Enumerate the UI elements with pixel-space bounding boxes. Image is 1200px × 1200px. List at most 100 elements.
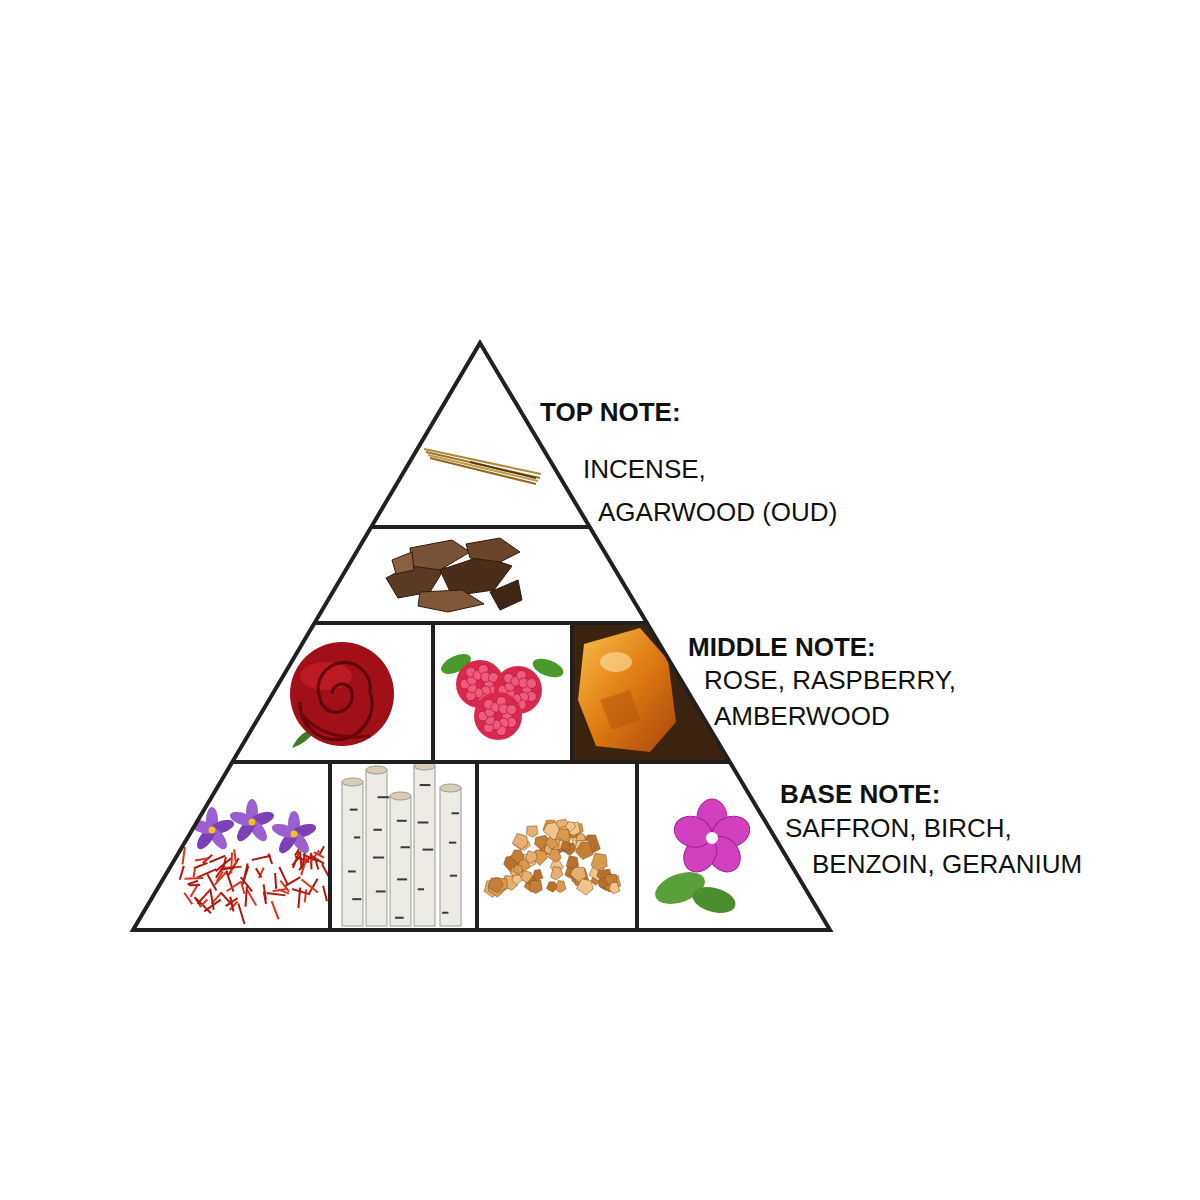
- birch-picture: [342, 762, 461, 926]
- birch-picture: [342, 762, 461, 926]
- raspberry-picture: [438, 650, 566, 740]
- benzoin-picture: [484, 819, 620, 897]
- saffron-picture: [323, 886, 327, 902]
- benzoin-picture: [529, 880, 542, 893]
- birch-picture: [418, 821, 429, 823]
- saffron-picture: [184, 877, 203, 880]
- saffron-picture: [270, 821, 298, 840]
- amber-picture: [600, 690, 640, 730]
- birch-picture: [440, 784, 461, 792]
- birch-picture: [414, 766, 435, 926]
- note-list: ROSE, RASPBERRY, AMBERWOOD: [704, 662, 994, 734]
- birch-picture: [440, 788, 461, 926]
- incense-sticks: [430, 458, 536, 484]
- saffron-picture: [305, 889, 306, 902]
- pyramid-outline: [328, 762, 332, 930]
- saffron-picture: [230, 897, 233, 912]
- rose-picture: [300, 663, 372, 740]
- saffron-picture: [267, 893, 286, 895]
- saffron-picture: [209, 856, 225, 863]
- birch-picture: [354, 836, 360, 838]
- saffron-picture: [246, 886, 247, 906]
- saffron-picture: [241, 881, 244, 893]
- benzoin-picture: [548, 849, 561, 862]
- saffron-picture: [180, 799, 332, 924]
- saffron-picture: [183, 847, 185, 864]
- birch-picture: [352, 898, 361, 900]
- pyramid-outline: [431, 623, 435, 762]
- benzoin-picture: [488, 878, 504, 893]
- birch-picture: [366, 766, 387, 774]
- agarwood-chips: [466, 538, 520, 562]
- saffron-picture: [285, 877, 300, 886]
- note-list: INCENSE, AGARWOOD (OUD): [583, 448, 853, 534]
- benzoin-picture: [484, 819, 620, 897]
- pyramid-outline: [314, 621, 647, 625]
- geranium-picture: [706, 832, 718, 844]
- saffron-picture: [196, 898, 211, 913]
- benzoin-picture: [576, 842, 594, 860]
- benzoin-picture: [565, 822, 575, 832]
- birch-picture: [342, 778, 363, 786]
- saffron-picture: [273, 889, 288, 891]
- saffron-picture: [315, 859, 318, 869]
- pyramid-outline: [475, 762, 479, 930]
- raspberry-picture: [527, 678, 537, 688]
- saffron-picture: [209, 827, 216, 834]
- saffron-picture: [256, 868, 262, 877]
- saffron-picture: [216, 858, 231, 871]
- saffron-picture: [249, 819, 256, 826]
- saffron-picture: [238, 904, 244, 925]
- agarwood-chips: [386, 538, 522, 612]
- saffron-picture: [291, 831, 298, 838]
- incense-sticks: [470, 462, 536, 478]
- saffron-picture: [302, 880, 318, 893]
- saffron-picture: [275, 873, 276, 889]
- birch-picture: [348, 870, 356, 872]
- saffron-picture: [280, 881, 289, 892]
- saffron-picture: [227, 882, 242, 892]
- saffron-picture: [247, 890, 256, 906]
- tier-heading: TOP NOTE:: [540, 397, 681, 428]
- pyramid-outline: [635, 762, 639, 930]
- rose-picture: [290, 642, 394, 748]
- geranium-picture: [670, 799, 753, 878]
- saffron-picture: [180, 846, 332, 924]
- saffron-picture: [268, 854, 272, 864]
- saffron-picture: [234, 849, 236, 863]
- geranium-picture: [651, 799, 754, 917]
- raspberry-picture: [456, 660, 542, 740]
- incense-sticks: [428, 455, 538, 481]
- saffron-picture: [194, 867, 196, 877]
- rose-picture: [290, 642, 394, 746]
- benzoin-picture: [512, 875, 522, 885]
- saffron-picture: [211, 890, 214, 909]
- birch-picture: [397, 878, 407, 880]
- saffron-picture: [292, 856, 300, 865]
- saffron-picture: [314, 852, 324, 857]
- benzoin-picture: [547, 882, 558, 893]
- tier-heading: MIDDLE NOTE:: [688, 632, 876, 663]
- geranium-picture: [670, 812, 715, 852]
- birch-picture: [397, 820, 407, 822]
- raspberry-picture: [474, 692, 522, 740]
- amber-picture: [600, 652, 632, 672]
- tier-heading: BASE NOTE:: [780, 779, 940, 810]
- birch-picture: [420, 784, 431, 786]
- pyramid-outline: [570, 623, 574, 762]
- benzoin-picture: [512, 834, 528, 850]
- pyramid-outline: [371, 525, 590, 529]
- saffron-picture: [319, 846, 324, 855]
- birch-picture: [376, 890, 386, 892]
- birch-picture: [442, 912, 448, 914]
- birch-picture: [401, 846, 410, 848]
- benzoin-picture: [511, 850, 525, 863]
- birch-picture: [378, 796, 390, 798]
- benzoin-picture: [533, 870, 543, 881]
- birch-picture: [390, 796, 411, 926]
- benzoin-picture: [546, 837, 558, 849]
- saffron-picture: [230, 853, 233, 874]
- benzoin-picture: [566, 856, 578, 870]
- benzoin-picture: [609, 882, 620, 894]
